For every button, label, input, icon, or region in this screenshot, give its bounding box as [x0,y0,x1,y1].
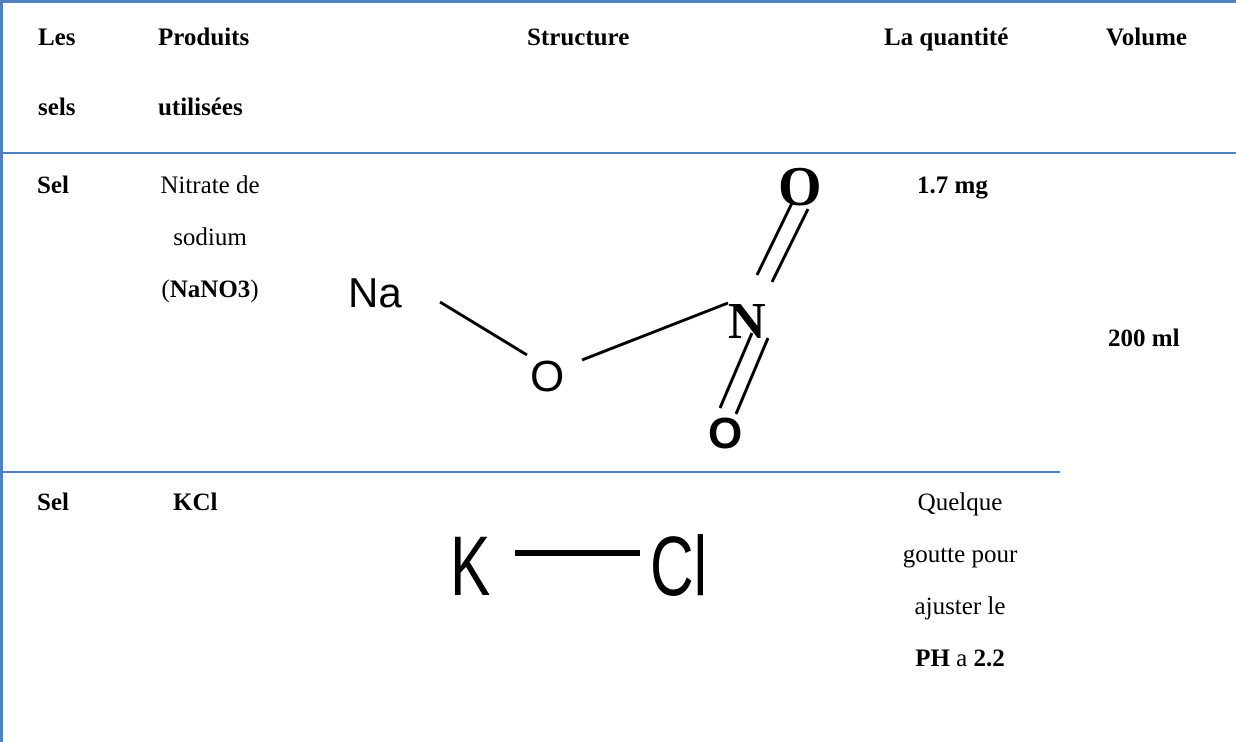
row1-quantite: 1.7 mg [917,172,988,199]
atom-o-bottom: O [708,409,742,458]
row1-produit: Nitrate de sodium (NaNO3) [140,162,280,314]
bond-n-otop-a [755,202,794,276]
atom-n: N [728,293,766,350]
row2-sel: Sel [37,489,69,516]
header-produits: Produits utilisées [158,24,250,121]
table-top-border [0,0,1236,3]
bond-o-n [581,301,729,362]
volume-merged: 200 ml [1108,325,1180,352]
bond-n-obot-a [718,332,754,409]
header-sels: Les sels [38,24,76,121]
header-structure: Structure [527,24,630,51]
row2-produit: KCl [173,489,218,516]
header-quantite: La quantité [884,24,1009,51]
row1-sel: Sel [37,172,69,199]
bond-n-obot-b [734,337,770,415]
row2-quantite: Quelque goutte pour ajuster le PH a 2.2 [880,479,1040,683]
header-separator [0,152,1236,154]
bond-n-otop-b [770,208,810,283]
row1-formula: (NaNO3) [161,276,259,303]
atom-cl: Cl [650,519,707,613]
row-separator [0,471,1060,473]
atom-na: Na [348,269,402,316]
row2-ph: PH a 2.2 [915,645,1005,672]
atom-o-top: O [778,156,822,218]
table-left-border [0,0,3,742]
atom-o-bridge: O [530,352,564,401]
header-volume: Volume [1106,24,1188,51]
atom-k: K [450,519,490,613]
bond-na-o [439,300,528,357]
